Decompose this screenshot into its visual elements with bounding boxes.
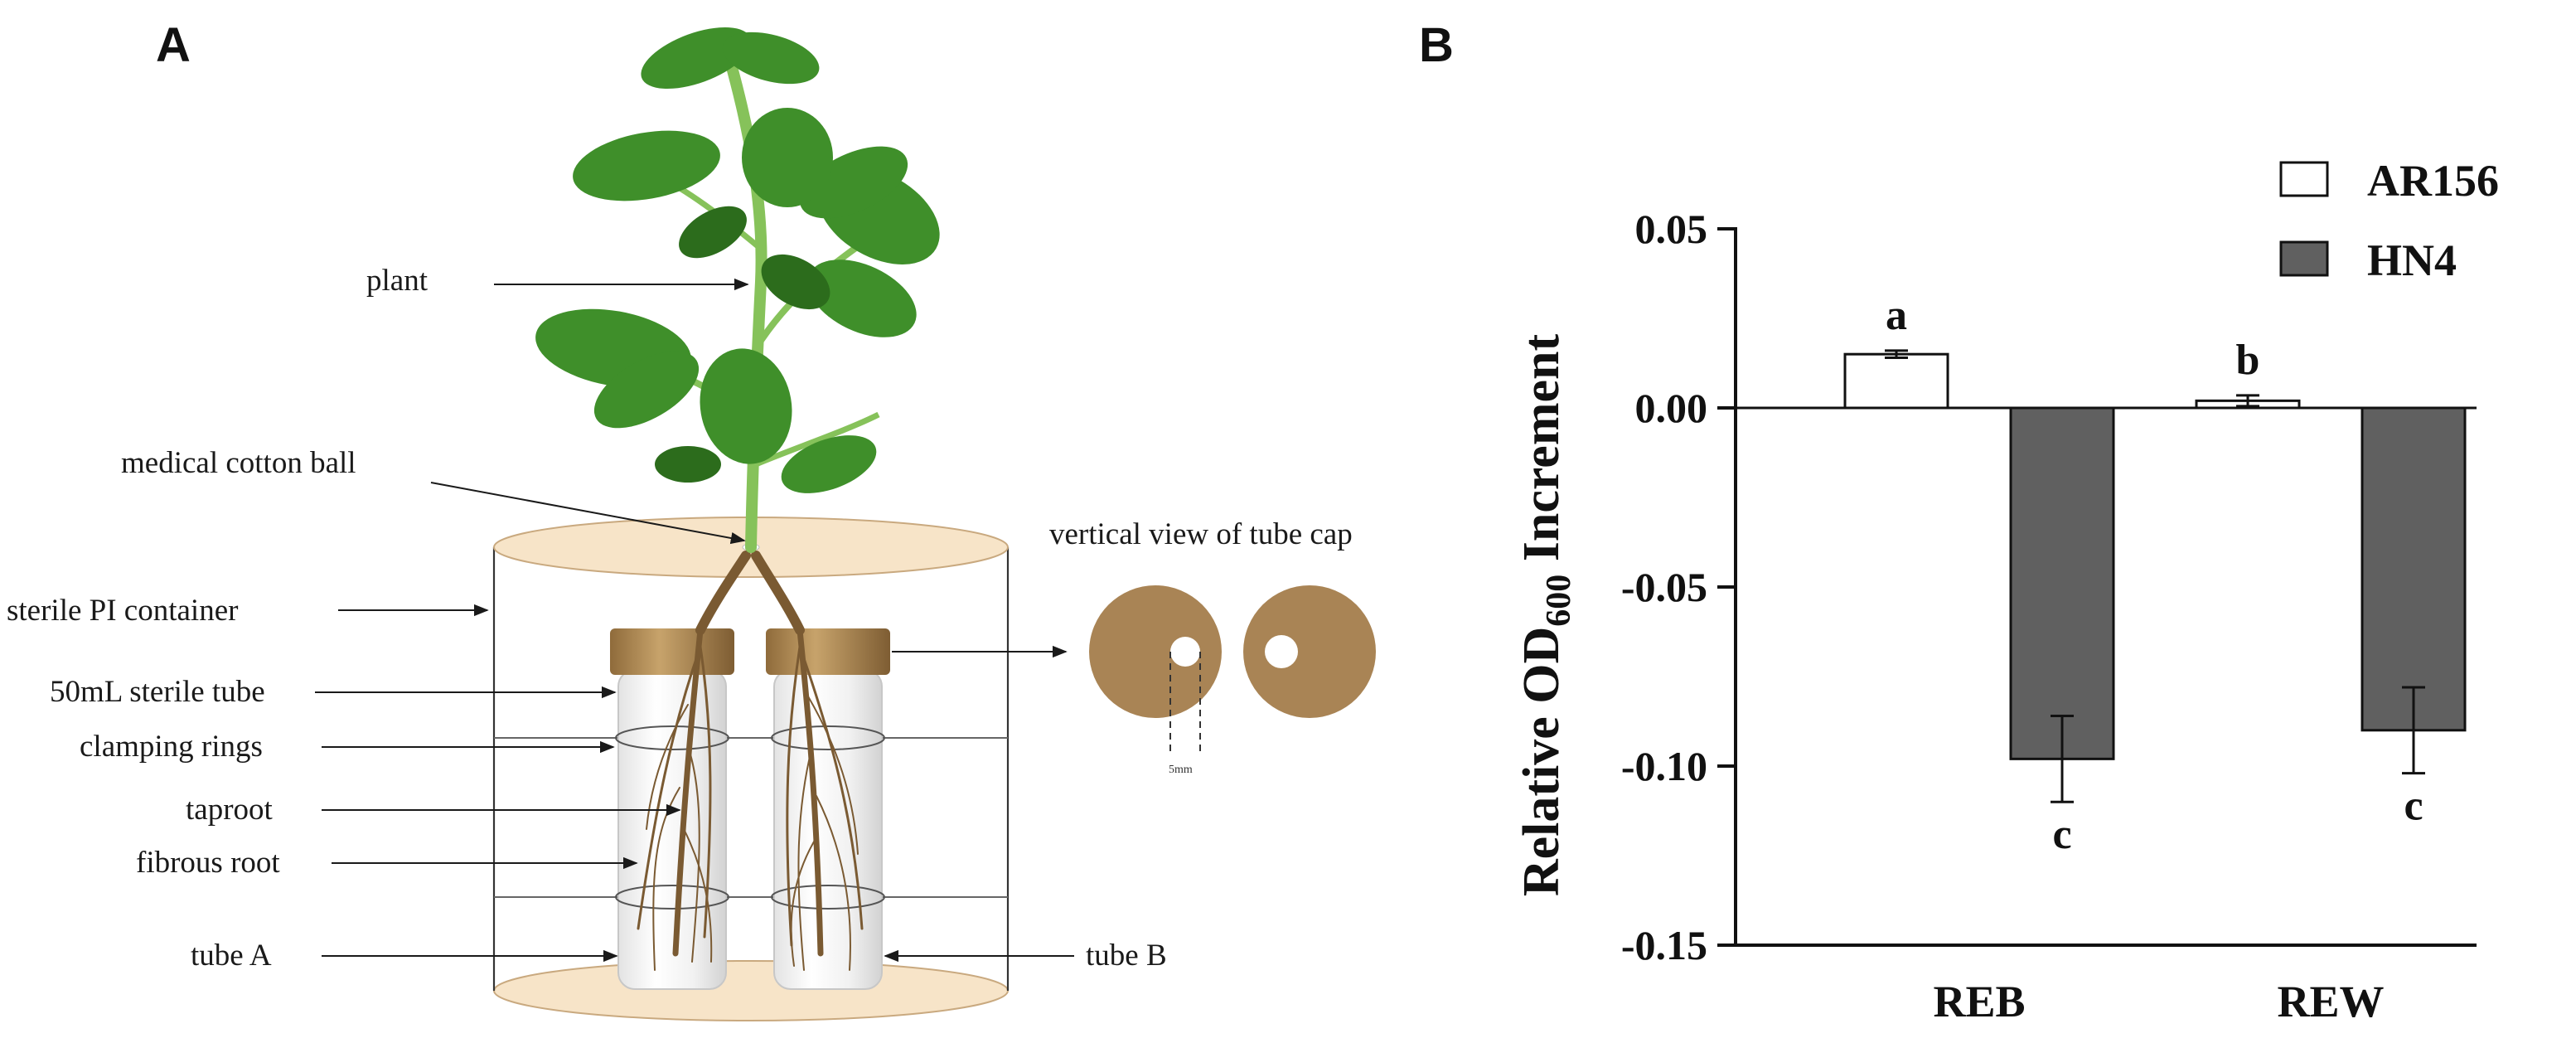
- category-label-reb: REB: [1933, 977, 2025, 1026]
- container-bottom: [493, 960, 1009, 1021]
- label-hole-size: 5mm: [1169, 764, 1193, 776]
- legend-swatch-ar156: [2279, 161, 2329, 197]
- y-tick-label: 0.00: [1635, 385, 1708, 431]
- y-tick-label: 0.05: [1635, 206, 1708, 252]
- tube-b: [766, 628, 890, 990]
- bar-hn4-rew: [2361, 406, 2467, 732]
- tube-a-ring-top: [615, 725, 729, 750]
- bar-hn4-reb: [2009, 406, 2115, 760]
- significance-label: a: [1886, 292, 1907, 339]
- y-tick-label: -0.05: [1621, 564, 1707, 610]
- panel-label-a: A: [156, 18, 191, 72]
- label-plant: plant: [366, 264, 429, 298]
- y-tick-label: -0.10: [1621, 743, 1707, 789]
- label-taproot: taproot: [186, 793, 274, 827]
- tube-cap-vertical-view: vertical view of tube cap 5mm: [1049, 517, 1376, 776]
- cap-disc-right: [1243, 585, 1376, 718]
- tube-b-ring-top: [771, 725, 885, 750]
- bar-ar156-reb: [1843, 352, 1949, 410]
- cap-disc-left: [1089, 585, 1222, 718]
- tube-b-cap: [766, 628, 890, 675]
- legend-label-ar156: AR156: [2367, 156, 2499, 206]
- significance-label: c: [2404, 783, 2423, 830]
- category-label-rew: REW: [2277, 977, 2384, 1026]
- roots: [637, 551, 864, 971]
- legend: AR156 HN4: [2279, 156, 2499, 285]
- bar-chart: 0.05 0.00 -0.05 -0.10 -0.15 a c b c REB REW Rela…: [1513, 156, 2499, 1026]
- panel-label-b: B: [1419, 18, 1454, 72]
- label-cap-view: vertical view of tube cap: [1049, 517, 1353, 551]
- label-fibrous: fibrous root: [136, 846, 280, 880]
- significance-label: b: [2236, 337, 2260, 384]
- tube-b-ring-bottom: [771, 885, 885, 910]
- y-axis-ticks: 0.05 0.00 -0.05 -0.10 -0.15: [1621, 206, 1736, 968]
- significance-label: c: [2052, 811, 2071, 858]
- y-axis-title: Relative OD600 Increment: [1513, 334, 1578, 897]
- label-tube-a: tube A: [191, 939, 272, 973]
- legend-label-hn4: HN4: [2367, 235, 2457, 285]
- label-rings: clamping rings: [80, 730, 263, 764]
- label-cotton: medical cotton ball: [121, 446, 356, 480]
- cap-hole-right: [1265, 635, 1298, 668]
- callouts: plant medical cotton ball sterile PI con…: [7, 264, 1167, 973]
- arrow-cotton: [430, 482, 746, 545]
- bars: a c b c: [1843, 292, 2467, 858]
- y-tick-label: -0.15: [1621, 922, 1707, 968]
- panel-b: B 0.05 0.00 -0.05 -0.10 -0.15 a c b c REB REW Re…: [1419, 18, 2499, 1026]
- panel-a: A: [7, 18, 1376, 1021]
- label-tube: 50mL sterile tube: [50, 675, 265, 709]
- tube-a: [610, 628, 734, 990]
- label-tube-b: tube B: [1086, 939, 1167, 973]
- cap-hole-left: [1170, 637, 1200, 667]
- label-container: sterile PI container: [7, 594, 238, 628]
- legend-swatch-hn4: [2279, 240, 2329, 277]
- container-diagram: [492, 517, 1010, 1021]
- tube-a-cap: [610, 628, 734, 675]
- category-labels: REB REW: [1933, 977, 2384, 1026]
- tube-a-ring-bottom: [615, 885, 729, 910]
- plant-illustration: [535, 27, 940, 553]
